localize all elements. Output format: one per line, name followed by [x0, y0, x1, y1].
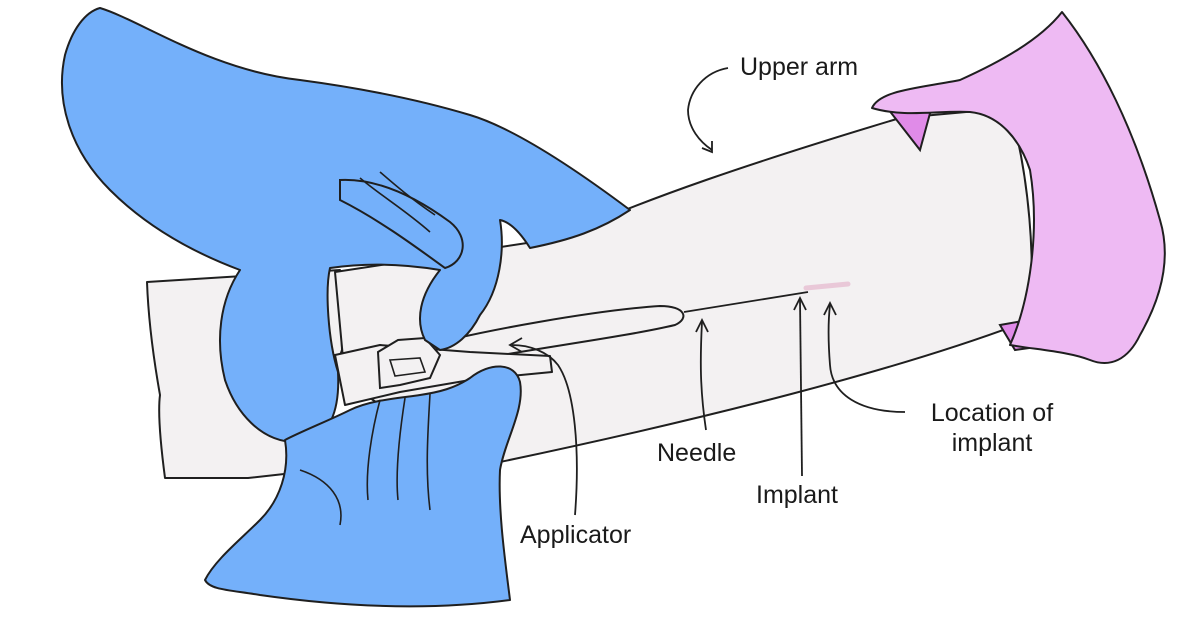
- needle-arrowhead: [695, 317, 709, 333]
- label-location-of-implant: Location of implant: [912, 398, 1072, 458]
- sleeve: [871, 11, 1166, 364]
- upper-glove: [61, 7, 631, 444]
- label-implant: Implant: [756, 481, 838, 509]
- implant-arrow: [799, 299, 803, 477]
- glove-thumb: [339, 178, 464, 270]
- applicator-slider-detail: [388, 357, 427, 377]
- label-location-line1: Location of: [930, 399, 1054, 427]
- needle-arrow: [699, 321, 707, 431]
- applicator-arrowhead: [508, 337, 523, 353]
- location-arrowhead: [823, 300, 837, 316]
- lower-glove: [204, 365, 522, 608]
- applicator-slider: [376, 336, 442, 390]
- upper-arm-arrow: [687, 67, 729, 151]
- applicator-arrow: [511, 344, 578, 516]
- label-needle: Needle: [657, 439, 737, 467]
- lower-glove-fingers: [299, 393, 431, 526]
- glove-crease: [359, 171, 436, 233]
- needle-line: [683, 291, 809, 313]
- implant-rod: [803, 281, 851, 291]
- upper-arm-arrowhead: [701, 141, 713, 154]
- label-applicator: Applicator: [520, 521, 632, 549]
- location-arrow: [827, 304, 906, 413]
- implant-arrowhead: [793, 295, 807, 311]
- label-upper-arm: Upper arm: [740, 53, 859, 81]
- label-location-line2: implant: [951, 429, 1033, 457]
